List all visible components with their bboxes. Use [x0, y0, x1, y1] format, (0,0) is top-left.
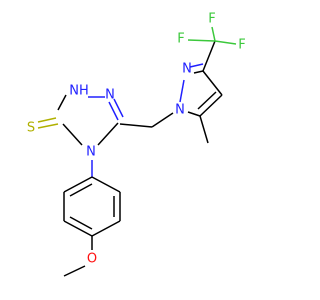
- bond-c5-n4: [97, 122, 119, 146]
- atom-f-right: F: [238, 38, 245, 53]
- benzene-4-inner: [69, 216, 93, 230]
- bond-c3p-c4p: [202, 70, 223, 96]
- bond-cf3-f-right: [214, 40, 237, 45]
- bond-c3p-cf3: [202, 40, 216, 72]
- bond-n1p-n2p: [179, 79, 185, 103]
- bond-ch2-n1p: [151, 112, 174, 128]
- bond-c3-s-a: [37, 123, 59, 129]
- benzene-6: [63, 176, 93, 193]
- bond-cf3-f-top: [211, 26, 216, 42]
- bond-n1-c5-double: [113, 98, 124, 118]
- benzene-4: [63, 220, 93, 237]
- atom-n-triazole-right: N: [105, 88, 115, 103]
- bond-n1-c5: [108, 101, 119, 121]
- atom-f-left: F: [177, 32, 184, 47]
- bond-c5p-n1p: [187, 111, 201, 117]
- atom-n-pyrazole-sub: N: [175, 103, 185, 118]
- atom-s: S: [27, 121, 35, 136]
- atom-n-pyrazole-top: N: [182, 62, 192, 77]
- bond-c5p-methyl: [199, 115, 209, 144]
- benzene-1: [91, 176, 121, 193]
- bond-c5-ch2: [119, 123, 153, 128]
- bond-n2p-c3p: [193, 70, 204, 74]
- bond-c3-n2: [57, 94, 67, 111]
- bond-o-ch3: [63, 265, 86, 277]
- atom-n-triazole-bottom: N: [86, 145, 96, 160]
- benzene-6-inner: [69, 183, 93, 197]
- bond-n4-c3: [62, 123, 83, 146]
- bond-c4p-c5p: [199, 94, 223, 117]
- bond-n2p-c3p-double: [189, 63, 204, 68]
- atom-nh: NH: [69, 84, 89, 99]
- bond-c4p-c5p-double: [197, 91, 217, 110]
- molecule-diagram: S NH N N N N F F F O: [27, 12, 246, 277]
- bond-cf3-f-left: [187, 39, 216, 42]
- atom-o: O: [87, 252, 97, 267]
- atom-f-top: F: [208, 12, 215, 27]
- bond-c3-s-b: [37, 117, 57, 123]
- benzene-3: [91, 220, 121, 237]
- structure-drawing: S NH N N N N F F F O: [27, 12, 246, 277]
